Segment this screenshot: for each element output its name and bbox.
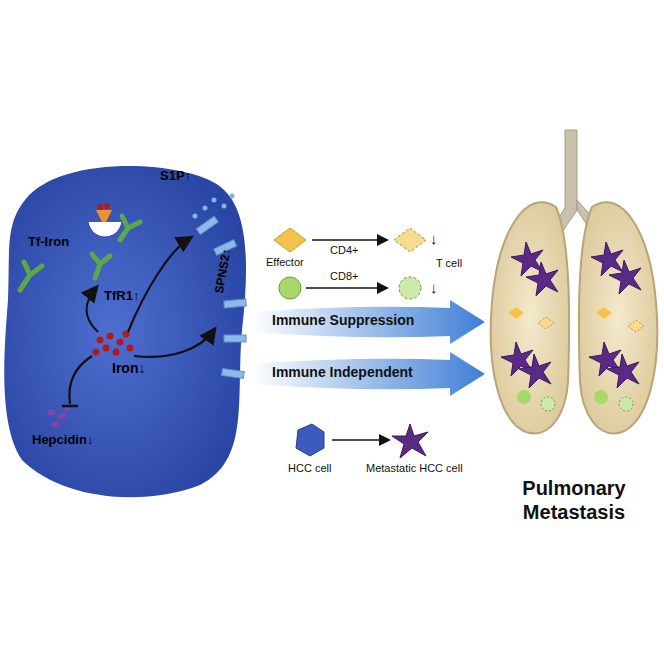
- node-label: Immune Independent: [272, 364, 413, 380]
- transition-arrow: [312, 239, 386, 241]
- transition-arrow: [332, 439, 388, 441]
- cell-label: CD4+: [330, 244, 358, 256]
- cell-label: Effector: [266, 256, 304, 268]
- cell-label: CD8+: [330, 270, 358, 282]
- node-label: Hepcidin↓: [32, 432, 93, 447]
- hcc-cell-body: Tf-IronTfR1↑Iron↓Hepcidin↓S1P↑SPNS2↑: [0, 160, 252, 502]
- effector-cd8-cell: [279, 277, 301, 299]
- lungs-shape: [486, 92, 662, 532]
- cell-label: T cell: [436, 257, 462, 269]
- cell-label: HCC cell: [288, 462, 331, 474]
- node-label: Pulmonary Metastasis: [486, 476, 662, 524]
- node-label: Immune Suppression: [272, 312, 414, 328]
- node-label: S1P↑: [160, 168, 191, 183]
- hcc-cell: [296, 424, 324, 456]
- effector-cd4-cell: [274, 228, 306, 252]
- node-label: TfR1↑: [104, 288, 139, 303]
- node-label: Tf-Iron: [28, 234, 69, 249]
- hcc-cell-body-shape: [0, 160, 252, 502]
- suppressed-cd8-cell: [399, 277, 421, 299]
- transition-arrow: [306, 287, 386, 289]
- pathway-arrow: Immune Suppression: [250, 300, 485, 344]
- decrease-arrow: ↓: [430, 230, 438, 247]
- node-label: Iron↓: [112, 360, 145, 376]
- metastatic-hcc-cell: [392, 424, 428, 458]
- suppressed-cd4-cell: [394, 228, 426, 252]
- cell-label: Metastatic HCC cell: [366, 462, 463, 474]
- pathway-arrow: Immune Independent: [250, 352, 485, 396]
- lungs: Pulmonary Metastasis: [486, 92, 662, 532]
- decrease-arrow: ↓: [430, 279, 438, 296]
